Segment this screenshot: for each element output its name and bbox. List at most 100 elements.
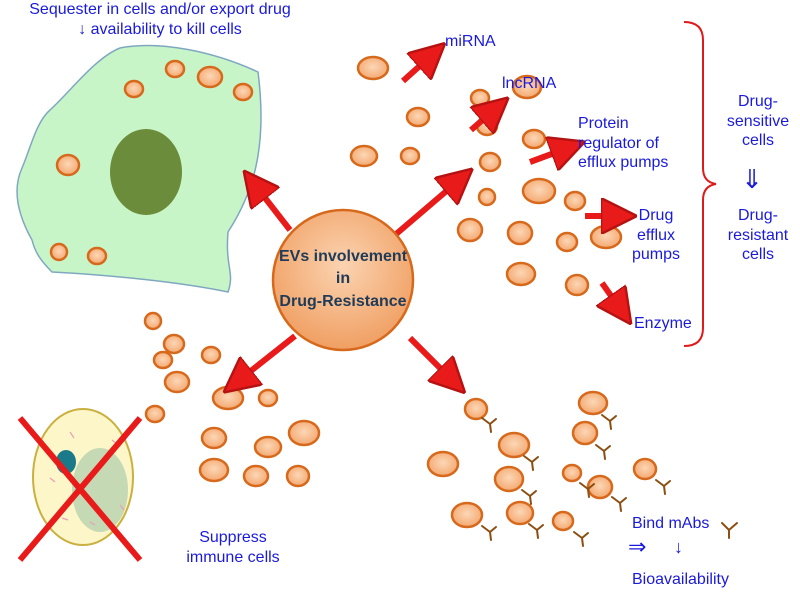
arrow [247, 333, 297, 374]
antibody [528, 523, 544, 539]
arrow [407, 335, 444, 372]
vesicle [200, 426, 228, 450]
vesicle [521, 177, 557, 205]
vesicle [493, 465, 525, 493]
drug-sensitive-cells-label: Drug- sensitive cells [716, 92, 800, 151]
bind-mabs-label: Bind mAbs [632, 515, 710, 532]
vesicle [49, 242, 69, 262]
vesicle [200, 345, 222, 365]
cell-nucleus [110, 129, 182, 215]
arrow [602, 281, 614, 300]
vesicle [162, 333, 186, 355]
implies-arrow-icon: ⇒ [628, 534, 647, 559]
vesicle [586, 474, 614, 500]
drug-resistant-line1: Drug- [737, 207, 778, 224]
vesicle [477, 187, 497, 207]
antibody [481, 417, 497, 433]
antibody [579, 482, 595, 498]
bioavailability-label: Bioavailability [632, 571, 729, 588]
vesicle [511, 74, 543, 100]
transition-arrow-icon: ⇓ [741, 164, 763, 194]
vesicle [405, 106, 431, 128]
drug-sensitive-line3: cells [741, 132, 774, 150]
cross-mark-icon [17, 416, 143, 562]
center-title-line1: EVs involvement [278, 248, 408, 265]
arrow [393, 188, 450, 238]
vesicle [521, 128, 547, 150]
antibody [521, 489, 537, 505]
vesicle [561, 463, 583, 483]
drug-sensitive-line2: sensitive [726, 112, 790, 130]
center-circle [271, 208, 415, 352]
lncrna-label: lncRNA [502, 75, 557, 92]
vesicle [589, 224, 623, 250]
vesicle [55, 153, 81, 177]
vesicle [144, 404, 166, 424]
antibody [523, 455, 539, 471]
vesicle [505, 261, 537, 287]
suppress-immune-label: Suppress immune cells [168, 528, 298, 567]
antibody [655, 479, 671, 495]
protein-regulator-line3: efflux pumps [578, 154, 669, 172]
sequester-label: Sequester in cells and/or export drug ↓ … [0, 0, 320, 39]
vesicle [143, 311, 163, 331]
vesicle [164, 59, 186, 79]
protein-regulator-label: Protein regulator of efflux pumps [578, 114, 668, 173]
arrows [247, 63, 614, 374]
antibody [595, 444, 611, 460]
antibody [573, 531, 589, 547]
drug-resistant-cells-label: Drug- resistant cells [716, 206, 800, 265]
decrease-arrow-icon: ↓ [674, 537, 683, 557]
vesicle [577, 390, 609, 416]
arrow [528, 152, 557, 162]
vesicle [253, 435, 283, 459]
vesicle [450, 501, 484, 529]
enzyme-label: Enzyme [634, 315, 692, 332]
antibody [481, 525, 497, 541]
vesicle [211, 385, 245, 411]
vesicle [242, 464, 270, 488]
drug-efflux-line2: efflux [637, 226, 675, 244]
arrow [262, 194, 293, 232]
drug-efflux-pumps-label: Drug efflux pumps [627, 206, 685, 265]
cell-group-bracket [683, 21, 717, 347]
vesicle [349, 144, 379, 168]
antibodies [481, 414, 671, 547]
vesicle [564, 273, 590, 297]
arrow [469, 117, 486, 130]
arrow [400, 63, 423, 84]
drug-resistant-line3: cells [741, 246, 774, 264]
drug-sensitive-line1: Drug- [737, 93, 778, 110]
sequester-label-line1: Sequester in cells and/or export drug [29, 1, 291, 18]
vesicle [257, 388, 279, 408]
vesicle [506, 220, 534, 246]
vesicle [287, 419, 321, 447]
protein-regulator-line2: regulator of [578, 134, 659, 152]
vesicle [152, 350, 174, 370]
mirna-label: miRNA [445, 33, 496, 50]
drug-efflux-line3: pumps [631, 246, 681, 264]
vesicle [198, 457, 230, 483]
vesicle [285, 464, 311, 488]
drug-efflux-line1: Drug [638, 207, 674, 224]
vesicle [399, 146, 421, 166]
vesicle [426, 450, 460, 478]
vesicle [555, 231, 579, 253]
vesicle [478, 151, 502, 173]
vesicle [86, 246, 108, 266]
extracellular-vesicles [49, 55, 658, 532]
vesicle [469, 88, 491, 108]
sequester-label-line2: ↓ availability to kill cells [78, 20, 242, 38]
antibody-icon [721, 522, 738, 539]
drug-resistant-line2: resistant [727, 226, 789, 244]
suppress-immune-line1: Suppress [199, 529, 267, 546]
center-title: EVs involvement in Drug-Resistance [268, 246, 418, 313]
vesicle [196, 65, 224, 89]
center-title-line3: Drug-Resistance [279, 292, 407, 310]
vesicle [356, 55, 390, 81]
vesicle [571, 420, 599, 446]
vesicle [505, 500, 535, 526]
vesicle [123, 79, 145, 99]
